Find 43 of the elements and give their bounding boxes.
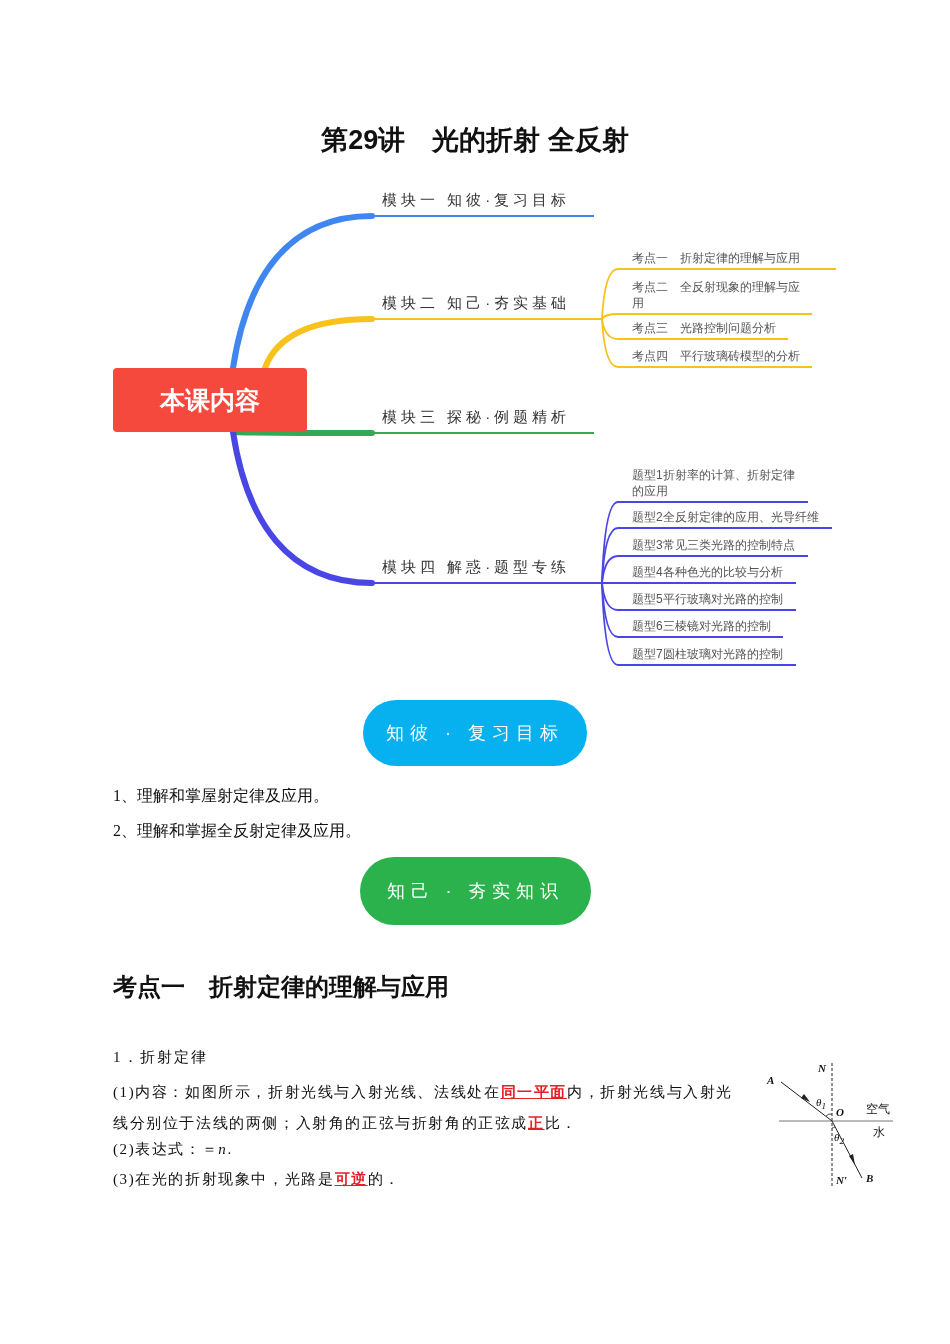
figure-label: N′ bbox=[836, 1174, 848, 1188]
subtopic-label: 题型6三棱镜对光路的控制 bbox=[618, 617, 783, 638]
subtopic-label: 题型7圆柱玻璃对光路的控制 bbox=[618, 645, 796, 666]
paragraph: (2)表达式：＝n. bbox=[113, 1140, 233, 1158]
branch-line bbox=[230, 429, 375, 586]
page-title: 第29讲 光的折射 全反射 bbox=[320, 124, 630, 157]
branch-topic: 模块一 知彼·复习目标 bbox=[372, 184, 594, 217]
subtopic-label: 考点四 平行玻璃砖模型的分析 bbox=[618, 348, 812, 368]
subtopic-label: 考点二 全反射现象的理解与应用 bbox=[618, 278, 812, 315]
branch-line bbox=[601, 318, 619, 368]
subheading: 1．折射定律 bbox=[113, 1048, 208, 1066]
subtopic-label: 题型2全反射定律的应用、光导纤维 bbox=[618, 508, 832, 529]
subtopic-label: 考点一 折射定律的理解与应用 bbox=[618, 250, 836, 270]
figure-label: N bbox=[818, 1062, 826, 1076]
subtopic-label: 题型1折射率的计算、折射定律的应用 bbox=[618, 464, 808, 503]
branch-topic: 模块三 探秘·例题精析 bbox=[372, 401, 594, 434]
section-heading: 考点一 折射定律的理解与应用 bbox=[113, 973, 449, 1002]
medium-label: 水 bbox=[873, 1125, 885, 1140]
subtopic-label: 题型5平行玻璃对光路的控制 bbox=[618, 590, 796, 611]
subtopic-label: 考点三 光路控制问题分析 bbox=[618, 322, 788, 340]
paragraph: (3)在光的折射现象中，光路是可逆的． bbox=[113, 1170, 401, 1188]
figure-label: B bbox=[866, 1172, 874, 1186]
branch-line bbox=[601, 268, 619, 320]
branch-line bbox=[230, 213, 375, 371]
branch-topic: 模块二 知己·夯实基础 bbox=[372, 287, 602, 320]
list-item: 1、理解和掌屋射定律及应用。 bbox=[113, 786, 329, 806]
branch-line bbox=[601, 582, 619, 666]
figure-label: A bbox=[767, 1074, 775, 1088]
angle-label: θ$_{1}$ bbox=[816, 1096, 826, 1113]
list-item: 2、理解和掌握全反射定律及应用。 bbox=[113, 821, 361, 841]
figure-label: O bbox=[836, 1106, 844, 1120]
subtopic-label: 题型4各种色光的比较与分析 bbox=[618, 563, 796, 584]
central-topic-box: 本课内容 bbox=[113, 368, 307, 432]
subtopic-label: 题型3常见三类光路的控制特点 bbox=[618, 536, 808, 557]
branch-line bbox=[262, 316, 375, 371]
section-banner: 知己 · 夯实知识 bbox=[360, 857, 591, 925]
angle-label: θ$_{2}$ bbox=[834, 1131, 844, 1148]
branch-line bbox=[601, 313, 619, 320]
medium-label: 空气 bbox=[866, 1102, 890, 1117]
branch-topic: 模块四 解惑·题型专练 bbox=[372, 551, 602, 584]
branch-line bbox=[601, 582, 619, 584]
section-banner: 知彼 · 复习目标 bbox=[363, 700, 587, 766]
branch-line bbox=[601, 555, 619, 584]
